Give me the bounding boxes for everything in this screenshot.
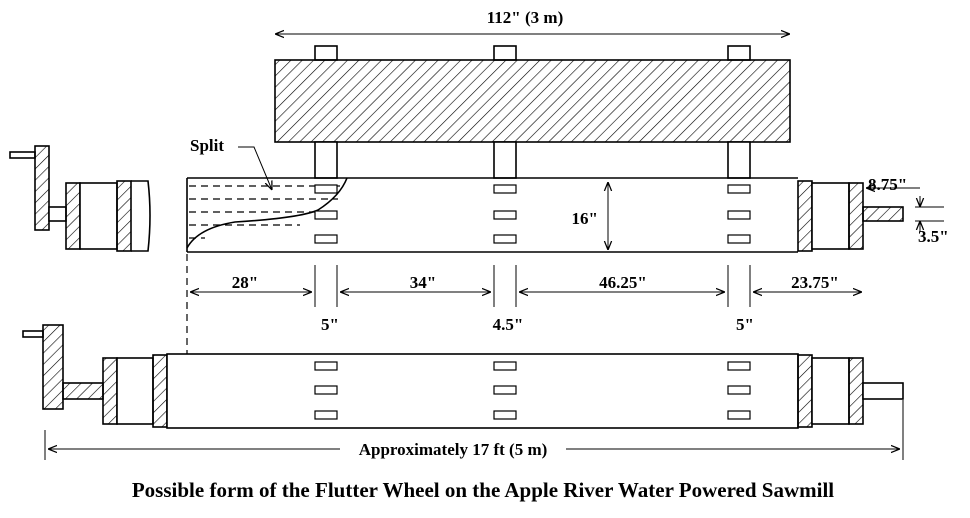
split-callout: Split [190,136,272,190]
end-diameter-dimension: 8.75" [866,175,920,194]
shaft-diameter-label: 3.5" [918,227,949,246]
lower-right-shaft [862,382,904,400]
lower-left-shaft [62,382,104,400]
upper-right-journal [811,182,850,250]
split-curve [186,177,348,249]
slot [314,385,338,395]
gap-1-label: 28" [232,273,258,292]
height-dimension: 16" [572,182,608,250]
gap-4-label: 23.75" [791,273,839,292]
post-3 [727,141,751,179]
slot-2-label: 4.5" [493,315,524,334]
slot [493,410,517,420]
slot [493,184,517,194]
upper-left-break-line [131,180,151,252]
slot [314,210,338,220]
top-width-label: 112" (3 m) [487,8,563,27]
split-label: Split [190,136,224,155]
slot-3-label: 5" [736,315,754,334]
post-cap-3 [727,45,751,61]
lower-left-crank-arm [42,324,64,410]
upper-left-bearing [65,182,81,250]
slot [727,410,751,420]
upper-left-crank-handle [9,151,36,159]
slot [314,184,338,194]
slot [727,210,751,220]
slot [493,234,517,244]
slot [727,184,751,194]
diagram-caption: Possible form of the Flutter Wheel on th… [132,478,834,502]
slot [314,410,338,420]
upper-left-crank-arm [34,145,50,231]
slot [727,234,751,244]
shaft-diameter-dimension: 3.5" [915,196,949,246]
slot [727,385,751,395]
gap-2-label: 34" [410,273,436,292]
overall-length-dimension: Approximately 17 ft (5 m) [44,400,904,460]
lower-body [166,353,799,429]
overall-length-label: Approximately 17 ft (5 m) [359,440,548,459]
lower-left-crank-handle [22,330,44,338]
upper-left-flange [116,180,132,252]
upper-wheel [9,145,904,253]
upper-right-flange [797,180,813,252]
lower-left-journal [116,357,154,425]
upper-left-shaft [48,206,67,222]
post-2 [493,141,517,179]
post-1 [314,141,338,179]
top-beam-assembly [274,45,791,179]
slot [314,361,338,371]
lower-wheel [22,324,904,429]
slot [493,385,517,395]
lower-left-bearing [102,357,118,425]
lower-right-bearing [848,357,864,425]
lower-left-flange [152,354,168,428]
post-cap-2 [493,45,517,61]
top-beam [274,59,791,143]
slot-1-label: 5" [321,315,339,334]
slot [314,234,338,244]
lower-right-journal [811,357,850,425]
upper-right-bearing [848,182,864,250]
top-width-dimension: 112" (3 m) [275,8,790,34]
height-label: 16" [572,209,598,228]
slot [493,210,517,220]
slot [493,361,517,371]
gap-3-label: 46.25" [599,273,647,292]
upper-right-shaft [862,206,904,222]
spacing-dimensions: 28" 5" 34" 4.5" 46.25" 5" 23.75" [190,265,862,334]
upper-left-journal [79,182,118,250]
lower-right-flange [797,354,813,428]
post-cap-1 [314,45,338,61]
slot [727,361,751,371]
end-diameter-label: 8.75" [868,175,907,194]
